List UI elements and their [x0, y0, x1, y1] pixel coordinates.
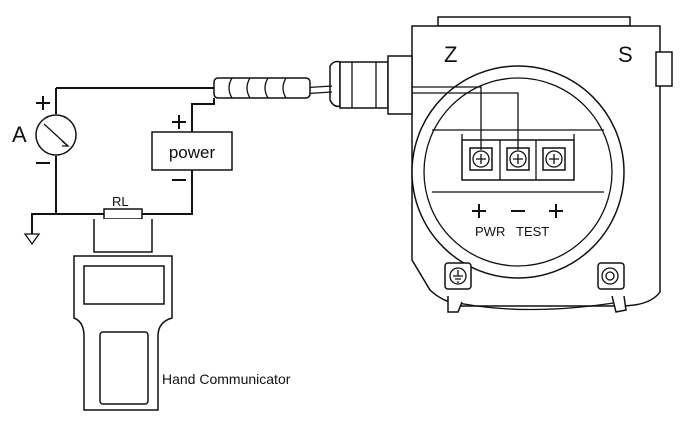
housing-cover-ring-inner	[423, 77, 613, 267]
wire-pwr-minus	[412, 92, 519, 150]
load-resistor-body	[103, 208, 143, 220]
plus-sign-icon	[549, 204, 563, 218]
wire-pwr-plus	[412, 86, 482, 150]
housing-right-foot	[611, 295, 627, 313]
cable-shield-sleeve	[213, 77, 311, 99]
gland-nose	[329, 60, 341, 108]
housing-right-boss	[655, 51, 673, 87]
communicator-keypad	[99, 331, 149, 405]
housing-left-foot	[447, 296, 463, 313]
terminal-label-pwr: PWR	[475, 224, 505, 239]
loop-wire-bottom-right	[142, 170, 193, 215]
hand-communicator	[73, 255, 173, 411]
power-supply: power	[151, 131, 233, 171]
chassis-mount-lug	[597, 262, 625, 290]
communicator-label: Hand Communicator	[162, 371, 291, 387]
ground-icon	[23, 213, 56, 246]
plus-sign-icon	[36, 96, 50, 110]
housing-mark-s: S	[618, 42, 633, 67]
chassis-ground-icon	[444, 262, 472, 290]
terminal-label-test: TEST	[516, 224, 549, 239]
housing-top-lid	[437, 16, 631, 27]
power-plus-wire	[191, 98, 215, 132]
power-supply-box	[151, 131, 233, 171]
housing-mark-z: Z	[444, 42, 457, 67]
gland-body	[387, 55, 413, 115]
power-label: power	[169, 143, 216, 162]
load-resistor-label: RL	[112, 194, 129, 209]
communicator-leads	[93, 219, 153, 253]
screw-terminal-icon	[469, 147, 493, 171]
terminal-labels: PWR TEST	[472, 204, 563, 239]
gland-nut	[339, 61, 389, 109]
load-resistor: RL	[103, 194, 143, 220]
cable-gland	[329, 55, 413, 115]
plus-sign-icon	[472, 204, 486, 218]
screw-terminal-icon	[542, 147, 566, 171]
plus-sign-icon	[172, 115, 186, 129]
ammeter-letter: A	[12, 122, 27, 147]
communicator-screen	[83, 265, 165, 305]
housing-skirt-line	[443, 299, 621, 311]
ammeter-icon	[35, 114, 77, 156]
screw-terminal-icon	[506, 147, 530, 171]
